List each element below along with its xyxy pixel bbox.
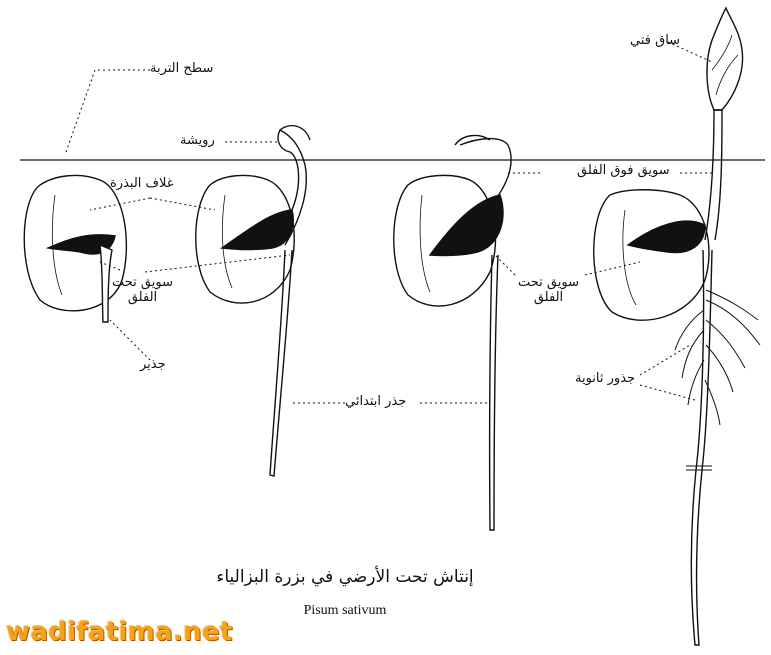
figure-subcaption: Pisum sativum xyxy=(265,603,425,619)
label-primary-root: جذر ابتدائي xyxy=(345,395,406,410)
leader-hypocotyl-right-2 xyxy=(585,262,640,275)
label-foliage-stem: ساق فتي xyxy=(630,34,680,49)
label-soil-surface: سطح التربة xyxy=(150,62,213,77)
label-hypocotyl-left: سويق تحت الفلق xyxy=(112,276,173,306)
site-watermark: wadifatima.net xyxy=(6,617,233,647)
leader-seed-coat-left xyxy=(90,198,150,210)
leader-secondary-roots-1 xyxy=(640,345,690,375)
leader-hypocotyl-left-2 xyxy=(145,255,290,272)
label-epicotyl: سويق فوق الفلق xyxy=(577,164,670,179)
seed-stage-4 xyxy=(594,8,760,645)
label-secondary-roots: جذور ثانوية xyxy=(575,372,635,387)
label-hypocotyl-right: سويق تحت الفلق xyxy=(518,276,579,306)
leader-soil-surface xyxy=(65,70,150,155)
leader-secondary-roots-2 xyxy=(640,385,695,400)
label-plumule: رويشة xyxy=(180,134,215,149)
figure-caption: إنتاش تحت الأرضي في بزرة البزالياء xyxy=(130,567,560,587)
label-seed-coat: غلاف البذرة xyxy=(110,177,174,192)
seed-stage-3 xyxy=(394,135,511,530)
leader-radicle xyxy=(110,320,150,360)
leader-seed-coat-right xyxy=(150,198,215,210)
seed-stage-2 xyxy=(196,126,310,476)
label-radicle: جذير xyxy=(140,358,166,373)
